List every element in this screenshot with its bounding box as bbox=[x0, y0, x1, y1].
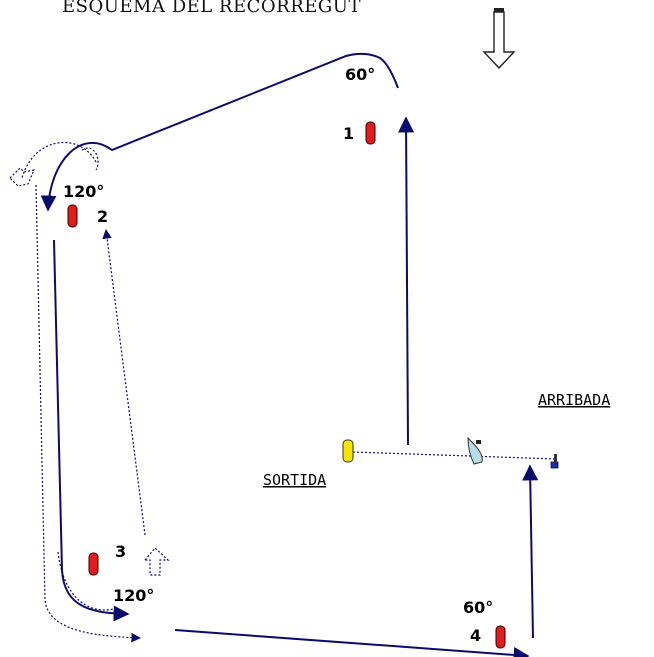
committee-boat-icon bbox=[467, 436, 483, 465]
mark-4-angle: 60° bbox=[463, 598, 493, 617]
mark-1-angle: 60° bbox=[345, 65, 375, 84]
start-label: SORTIDA bbox=[263, 471, 326, 489]
mark-1: 1 60° bbox=[343, 65, 376, 145]
leg-mark4-to-finish bbox=[522, 464, 539, 639]
route-dotted bbox=[9, 141, 557, 643]
finish-label: ARRIBADA bbox=[538, 391, 610, 409]
finish-mark-icon bbox=[550, 454, 559, 469]
leg-start-to-mark1 bbox=[398, 116, 415, 446]
start-line bbox=[352, 451, 557, 460]
diagram-title: ESQUEMA DEL RECORREGUT bbox=[62, 0, 361, 17]
mark-2: 2 120° bbox=[63, 182, 108, 228]
mark-2-number: 2 bbox=[97, 207, 108, 226]
mark-2-angle: 120° bbox=[63, 182, 104, 201]
mark-1-number: 1 bbox=[343, 124, 354, 143]
mark-3-angle: 120° bbox=[113, 586, 154, 605]
leg-mark3-to-mark4 bbox=[174, 629, 530, 657]
route-solid bbox=[40, 52, 539, 657]
wind-direction-arrow-icon bbox=[482, 8, 516, 70]
mark-4: 4 60° bbox=[463, 598, 506, 649]
mark-3-number: 3 bbox=[115, 542, 126, 561]
mark-3: 3 120° bbox=[88, 542, 154, 605]
mark-4-number: 4 bbox=[470, 626, 481, 645]
leg-mark1-to-mark2 bbox=[40, 52, 399, 212]
start-mark bbox=[342, 439, 354, 463]
